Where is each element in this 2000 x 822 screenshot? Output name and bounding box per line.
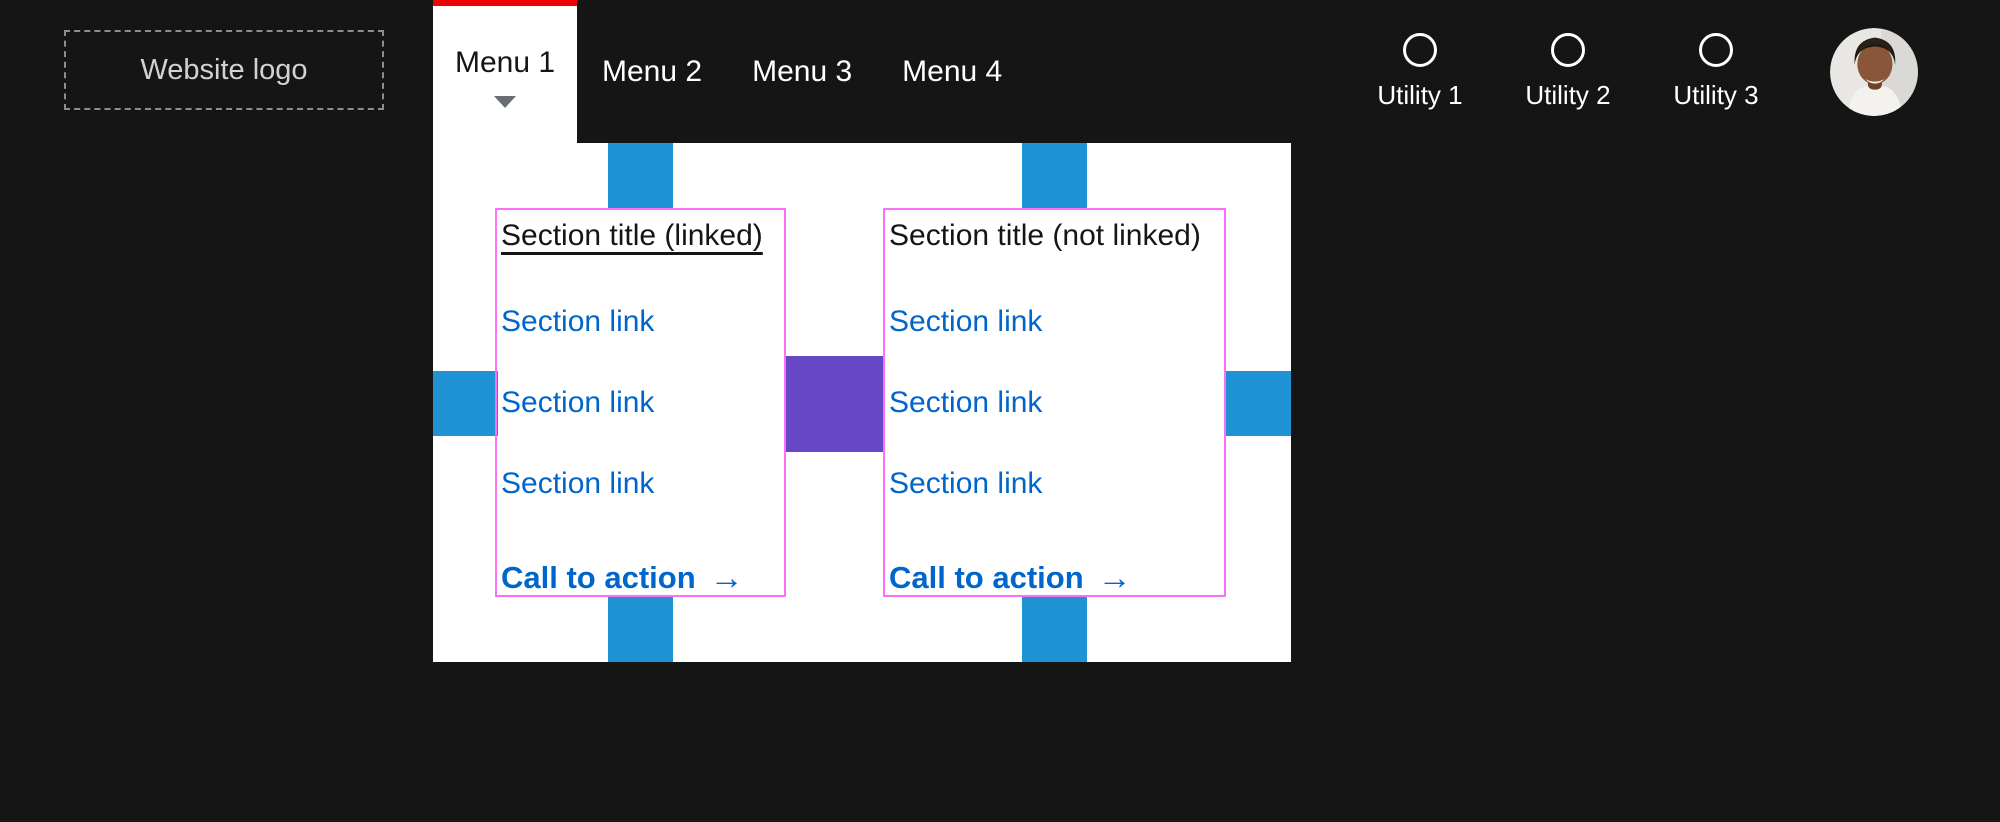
spacer-block-top-left [608, 143, 673, 208]
website-logo-label: Website logo [140, 53, 308, 86]
call-to-action-label: Call to action [889, 560, 1084, 595]
utilities-group: Utility 1 Utility 2 Utility 3 [1372, 0, 1918, 143]
chevron-down-icon [494, 95, 516, 108]
circle-outline-icon [1699, 32, 1733, 67]
spacer-block-bottom-right [1022, 597, 1087, 662]
spacer-block-bottom-left [608, 597, 673, 662]
avatar-image [1830, 27, 1918, 116]
utility-item-3[interactable]: Utility 3 [1668, 32, 1764, 111]
arrow-right-icon: → [709, 559, 744, 597]
nav-items-group: Menu 2 Menu 3 Menu 4 [577, 0, 1027, 143]
utility-3-label: Utility 3 [1673, 79, 1759, 110]
utility-1-label: Utility 1 [1377, 79, 1463, 110]
spacer-block-top-right [1022, 143, 1087, 208]
nav-item-menu-1[interactable]: Menu 1 [433, 0, 577, 143]
nav-item-menu-3[interactable]: Menu 3 [752, 54, 853, 88]
avatar[interactable] [1830, 27, 1918, 116]
section-link[interactable]: Section link [501, 305, 655, 338]
spacer-block-edge-right [1226, 371, 1291, 436]
nav-item-menu-1-label: Menu 1 [454, 45, 556, 79]
circle-outline-icon [1403, 32, 1437, 67]
nav-item-menu-2[interactable]: Menu 2 [602, 54, 703, 88]
dropdown-section-linked: Section title (linked) Section link Sect… [495, 208, 786, 597]
call-to-action-link[interactable]: Call to action → [501, 557, 780, 599]
call-to-action-link[interactable]: Call to action → [889, 557, 1220, 599]
section-title-link[interactable]: Section title (linked) [501, 219, 763, 252]
gutter-spacer-block [786, 356, 883, 452]
utility-item-2[interactable]: Utility 2 [1520, 32, 1616, 111]
section-title-text: Section title (not linked) [889, 219, 1201, 252]
section-link[interactable]: Section link [501, 386, 655, 419]
dropdown-section-not-linked: Section title (not linked) Section link … [883, 208, 1226, 597]
utility-2-label: Utility 2 [1525, 79, 1611, 110]
masthead: Website logo Menu 1 Menu 2 Menu 3 Menu 4… [0, 0, 2000, 143]
active-tab-indicator [433, 0, 577, 6]
utility-item-1[interactable]: Utility 1 [1372, 32, 1468, 111]
arrow-right-icon: → [1097, 559, 1132, 597]
website-logo[interactable]: Website logo [64, 30, 384, 110]
section-link[interactable]: Section link [501, 467, 655, 500]
section-link[interactable]: Section link [889, 305, 1043, 338]
section-link[interactable]: Section link [889, 386, 1043, 419]
primary-nav: Menu 1 Menu 2 Menu 3 Menu 4 [433, 0, 1027, 143]
section-link[interactable]: Section link [889, 467, 1043, 500]
spacer-block-edge-left [433, 371, 498, 436]
mega-menu-dropdown: Section title (linked) Section link Sect… [433, 143, 1291, 662]
call-to-action-label: Call to action [501, 560, 696, 595]
circle-outline-icon [1551, 32, 1585, 67]
nav-item-menu-4[interactable]: Menu 4 [902, 54, 1003, 88]
